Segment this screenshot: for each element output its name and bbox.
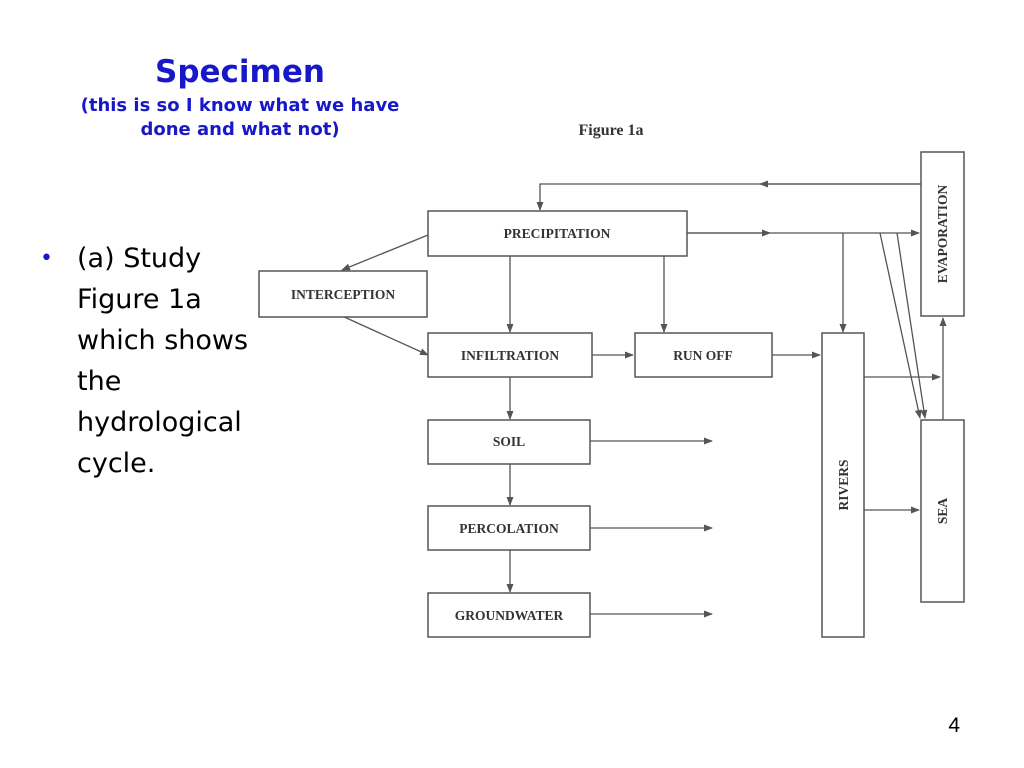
- arrow-evaporation-to-precipitation: [536, 183, 921, 211]
- node-precipitation-label: PRECIPITATION: [504, 226, 611, 241]
- node-infiltration-label: INFILTRATION: [461, 348, 560, 363]
- slide-subtitle-line-1: (this is so I know what we have: [80, 95, 400, 116]
- arrow-interception-to-infiltration: [341, 315, 429, 356]
- node-groundwater: GROUNDWATER: [427, 592, 591, 638]
- node-interception-label: INTERCEPTION: [291, 287, 396, 302]
- node-sea: SEA: [920, 419, 965, 603]
- node-rivers: RIVERS: [821, 332, 865, 638]
- node-run-off-label: RUN OFF: [673, 348, 733, 363]
- node-soil: SOIL: [427, 419, 591, 465]
- node-percolation: PERCOLATION: [427, 505, 591, 551]
- bullet-marker: •: [40, 246, 53, 271]
- node-percolation-label: PERCOLATION: [459, 521, 559, 536]
- arrow-precipitation-to-interception: [341, 234, 429, 271]
- node-sea-label: SEA: [935, 498, 950, 525]
- figure-title: Figure 1a: [578, 122, 643, 139]
- node-evaporation: EVAPORATION: [920, 151, 965, 317]
- slide-title: Specimen: [155, 54, 325, 90]
- page-number: 4: [948, 714, 960, 737]
- node-rivers-label: RIVERS: [836, 459, 851, 510]
- node-soil-label: SOIL: [493, 434, 525, 449]
- slide-subtitle-line-2: done and what not): [140, 119, 340, 140]
- flow-arrows: [341, 180, 947, 618]
- node-precipitation: PRECIPITATION: [427, 210, 688, 257]
- node-evaporation-label: EVAPORATION: [935, 184, 950, 283]
- slide-title-block: Specimen (this is so I know what we have…: [60, 52, 420, 142]
- node-run-off: RUN OFF: [634, 332, 773, 378]
- bullet-text: (a) Study Figure 1a which shows the hydr…: [77, 243, 249, 479]
- node-infiltration: INFILTRATION: [427, 332, 593, 378]
- arrow-precipitation-to-sea-1: [879, 232, 922, 419]
- node-groundwater-label: GROUNDWATER: [455, 608, 564, 623]
- node-interception: INTERCEPTION: [258, 270, 428, 318]
- hydrological-cycle-diagram: Figure 1a: [258, 122, 965, 638]
